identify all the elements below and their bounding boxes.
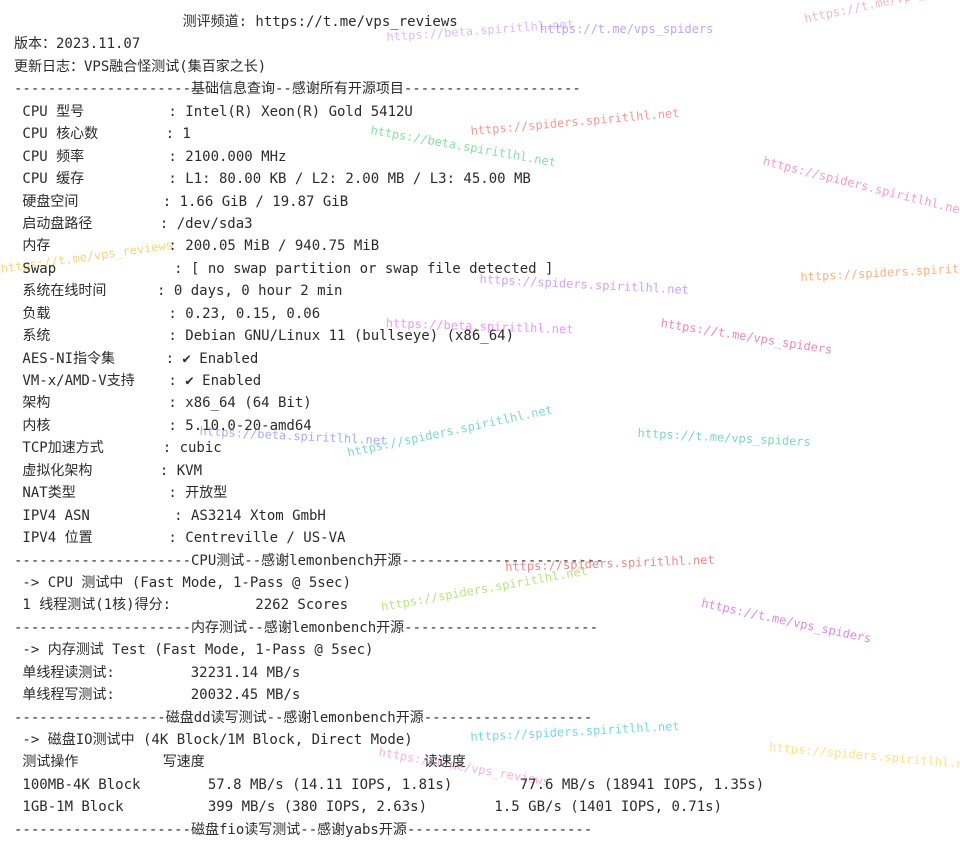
version-line: 版本：2023.11.07 <box>14 36 141 53</box>
cpu-score-line: 1 线程测试(1核)得分: 2262 Scores <box>14 597 349 614</box>
watermark-text: https://spiders.spiritlhl.net <box>768 740 960 773</box>
info-row: 硬盘空间 : 1.66 GiB / 19.87 GiB <box>14 193 349 210</box>
channel-line: 测评频道: https://t.me/vps_reviews <box>14 14 458 30</box>
info-row: 启动盘路径 : /dev/sda3 <box>14 215 253 232</box>
info-row: 架构 : x86_64 (64 Bit) <box>14 395 312 412</box>
disk-test-line: -> 磁盘IO测试中 (4K Block/1M Block, Direct Mo… <box>14 732 413 748</box>
memory-write-line: 单线程写测试: 20032.45 MB/s <box>14 687 301 704</box>
section-divider: ---------------------CPU测试--感谢lemonbench… <box>14 552 604 569</box>
info-row: 系统 : Debian GNU/Linux 11 (bullseye) (x86… <box>14 328 515 345</box>
watermark-text: https://spiders.spiritlhl.net <box>761 154 960 219</box>
changelog-line: 更新日志：VPS融合怪测试(集百家之长) <box>14 58 267 75</box>
info-row: 内核 : 5.10.0-20-amd64 <box>14 417 312 434</box>
section-divider: ---------------------磁盘fio读写测试--感谢yabs开源… <box>14 821 593 838</box>
terminal-output: 测评频道: https://t.me/vps_reviews 版本：2023.1… <box>14 11 764 841</box>
memory-test-line: -> 内存测试 Test (Fast Mode, 1-Pass @ 5sec) <box>14 642 374 659</box>
cpu-test-line: -> CPU 测试中 (Fast Mode, 1-Pass @ 5sec) <box>14 574 352 591</box>
info-row: CPU 缓存 : L1: 80.00 KB / L2: 2.00 MB / L3… <box>14 171 531 188</box>
disk-table-header: 测试操作 写速度 读速度 <box>14 754 466 771</box>
info-row: 内存 : 200.05 MiB / 940.75 MiB <box>14 238 380 255</box>
disk-table-row: 1GB-1M Block 399 MB/s (380 IOPS, 2.63s) … <box>14 799 723 816</box>
info-row: Swap : [ no swap partition or swap file … <box>14 260 554 277</box>
info-row: CPU 核心数 : 1 <box>14 126 191 143</box>
info-row: 负载 : 0.23, 0.15, 0.06 <box>14 305 321 322</box>
info-row: VM-x/AMD-V支持 : ✔ Enabled <box>14 373 262 389</box>
watermark-text: https://t.me/vps_reviews <box>803 0 960 26</box>
info-row: NAT类型 : 开放型 <box>14 485 228 502</box>
info-row: 虚拟化架构 : KVM <box>14 462 203 479</box>
info-row: CPU 型号 : Intel(R) Xeon(R) Gold 5412U <box>14 103 413 120</box>
info-row: AES-NI指令集 : ✔ Enabled <box>14 350 259 367</box>
section-divider: ---------------------基础信息查询--感谢所有开源项目---… <box>14 81 581 98</box>
watermark-text: https://spiders.spiritlhl.net <box>800 259 960 284</box>
disk-table-row: 100MB-4K Block 57.8 MB/s (14.11 IOPS, 1.… <box>14 776 765 793</box>
info-row: 系统在线时间 : 0 days, 0 hour 2 min <box>14 283 343 300</box>
memory-read-line: 单线程读测试: 32231.14 MB/s <box>14 664 301 681</box>
section-divider: ---------------------内存测试--感谢lemonbench开… <box>14 619 599 636</box>
section-divider: ------------------磁盘dd读写测试--感谢lemonbench… <box>14 709 593 726</box>
info-row: TCP加速方式 : cubic <box>14 440 222 457</box>
info-row: IPV4 ASN : AS3214 Xtom GmbH <box>14 507 326 524</box>
info-row: IPV4 位置 : Centreville / US-VA <box>14 530 346 547</box>
info-row: CPU 频率 : 2100.000 MHz <box>14 148 287 165</box>
